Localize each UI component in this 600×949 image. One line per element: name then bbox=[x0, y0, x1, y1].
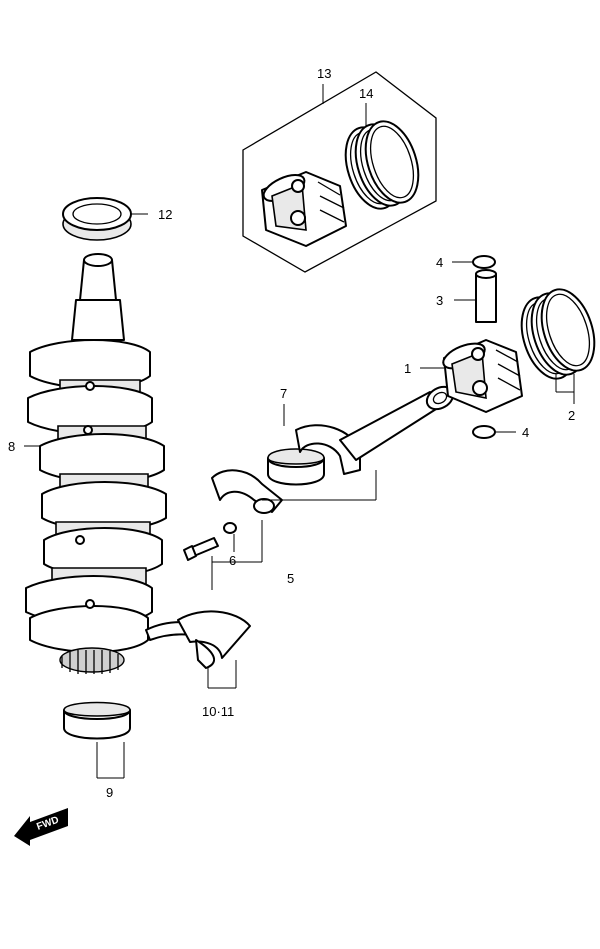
rod-bolt-6 bbox=[183, 522, 237, 590]
connecting-rod-5 bbox=[211, 385, 455, 563]
fwd-arrow-icon: FWD bbox=[14, 808, 68, 846]
callout-9: 9 bbox=[106, 785, 113, 800]
piston-rings-2 bbox=[520, 288, 596, 404]
callout-8: 8 bbox=[8, 439, 15, 454]
callout-1: 1 bbox=[404, 361, 411, 376]
piston-rings-14 bbox=[344, 120, 420, 210]
thrust-washers-10-11 bbox=[145, 610, 251, 689]
piston-1 bbox=[420, 339, 523, 413]
callout-14: 14 bbox=[359, 86, 373, 101]
circlip-4-bottom bbox=[472, 425, 516, 439]
callout-4-top: 4 bbox=[436, 255, 443, 270]
callout-10-11: 10·11 bbox=[202, 704, 234, 719]
callout-13: 13 bbox=[317, 66, 331, 81]
rod-bearing-7 bbox=[267, 404, 325, 486]
callout-5: 5 bbox=[287, 571, 294, 586]
callout-12: 12 bbox=[158, 207, 172, 222]
callout-2: 2 bbox=[568, 408, 575, 423]
callout-6: 6 bbox=[229, 553, 236, 568]
main-bearing-9 bbox=[63, 701, 131, 779]
oil-seal-12 bbox=[62, 197, 148, 241]
callout-4-bottom: 4 bbox=[522, 425, 529, 440]
crankshaft-8 bbox=[25, 253, 167, 674]
callout-3: 3 bbox=[436, 293, 443, 308]
callout-7: 7 bbox=[280, 386, 287, 401]
piston-13 bbox=[261, 171, 347, 247]
circlip-4-top bbox=[452, 255, 496, 269]
piston-pin-3 bbox=[454, 269, 497, 323]
